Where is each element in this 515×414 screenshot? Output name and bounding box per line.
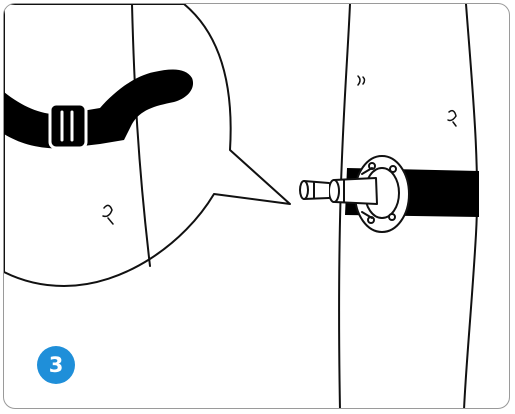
zoom-callout-icon [4, 4, 291, 287]
mounting-illustration [4, 4, 479, 408]
callout-trunk-icon [102, 4, 151, 267]
wall-mount-bracket-icon [299, 155, 410, 233]
tree-trunk-icon [338, 4, 479, 408]
strap-buckle-icon [4, 69, 194, 150]
instruction-card: 3 [3, 3, 510, 409]
step-number-badge: 3 [37, 346, 75, 384]
